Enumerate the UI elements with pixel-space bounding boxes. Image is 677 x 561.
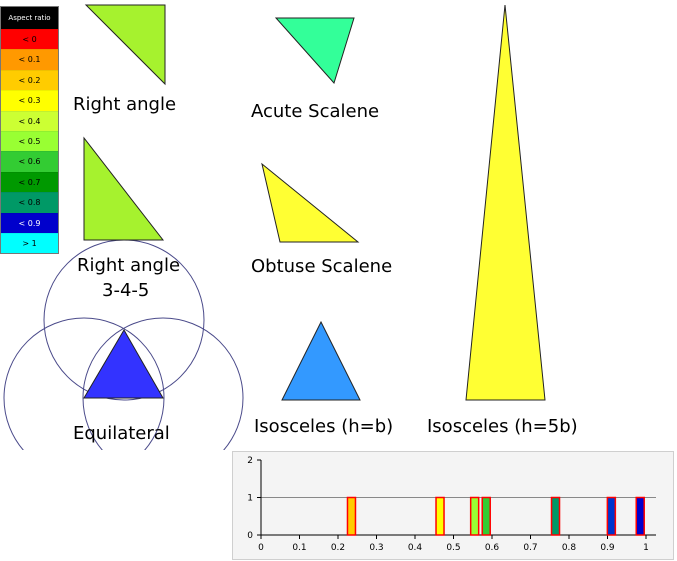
circle-left: [3, 317, 165, 450]
x-tick-label: 0.7: [523, 543, 537, 553]
y-tick-label: 1: [247, 494, 253, 504]
legend-row: < 0.9: [1, 212, 58, 233]
y-tick-label: 2: [247, 456, 253, 466]
x-tick-label: 0: [258, 543, 264, 553]
x-tick-label: 0.3: [369, 543, 383, 553]
right-angle-triangle: [84, 4, 166, 86]
x-tick-label: 0.1: [292, 543, 306, 553]
triangle-diagram: Right angle Acute Scalene Right angle 3-…: [3, 4, 578, 450]
acute-scalene-triangle: [274, 17, 355, 84]
label-right-angle: Right angle: [73, 94, 176, 115]
legend-row: < 0.5: [1, 130, 58, 152]
aspect-ratio-histogram: 0 1 2 0 0.1 0.2 0.3 0.4 0.5 0.6 0.7 0.8 0.9 1: [232, 451, 674, 560]
histogram-bar: [606, 496, 617, 536]
right-angle-345-triangle: [83, 136, 165, 241]
isosceles-hb-triangle: [281, 320, 361, 401]
legend-row: < 0.3: [1, 90, 58, 111]
legend-row: < 0.6: [1, 151, 58, 172]
x-tick-label: 0.6: [485, 543, 500, 553]
label-right-angle-345-line2: 3-4-5: [102, 280, 149, 301]
label-obtuse-scalene: Obtuse Scalene: [251, 256, 392, 277]
x-tick-label: 0.5: [446, 543, 460, 553]
legend-row: < 0.1: [1, 49, 58, 70]
legend-row: > 1: [1, 232, 58, 254]
legend-row: < 0.4: [1, 110, 58, 131]
histogram-bar: [481, 496, 491, 536]
label-equilateral: Equilateral: [73, 423, 170, 444]
label-isosceles-hb: Isosceles (h=b): [254, 416, 393, 437]
legend-title: Aspect ratio: [1, 7, 58, 29]
x-tick-label: 0.4: [408, 543, 423, 553]
legend-rows: < 0< 0.1< 0.2< 0.3< 0.4< 0.5< 0.6< 0.7< …: [1, 29, 58, 254]
histogram-bar: [550, 496, 561, 536]
label-acute-scalene: Acute Scalene: [251, 101, 379, 122]
circle-right: [82, 317, 244, 450]
legend-row: < 0.7: [1, 171, 58, 193]
y-tick-label: 0: [247, 531, 253, 541]
equilateral-triangle: [83, 329, 164, 399]
x-tick-label: 0.8: [562, 543, 577, 553]
isosceles-h5b-triangle: [465, 4, 546, 401]
histogram-svg: 0 1 2 0 0.1 0.2 0.3 0.4 0.5 0.6 0.7 0.8 0.9 1: [247, 456, 656, 553]
x-tick-label: 0.2: [331, 543, 345, 553]
obtuse-scalene-triangle: [261, 162, 360, 243]
x-tick-label: 1: [643, 543, 649, 553]
histogram-bar: [635, 496, 645, 536]
legend-row: < 0: [1, 29, 58, 50]
histogram-bar: [469, 496, 480, 536]
x-tick-label: 0.9: [600, 543, 615, 553]
legend-row: < 0.8: [1, 192, 58, 213]
label-right-angle-345-line1: Right angle: [77, 255, 180, 276]
label-isosceles-h5b: Isosceles (h=5b): [427, 416, 578, 437]
histogram-bar: [435, 496, 445, 536]
aspect-ratio-legend: Aspect ratio < 0< 0.1< 0.2< 0.3< 0.4< 0.…: [0, 6, 59, 255]
histogram-bar: [346, 496, 357, 536]
legend-row: < 0.2: [1, 69, 58, 91]
